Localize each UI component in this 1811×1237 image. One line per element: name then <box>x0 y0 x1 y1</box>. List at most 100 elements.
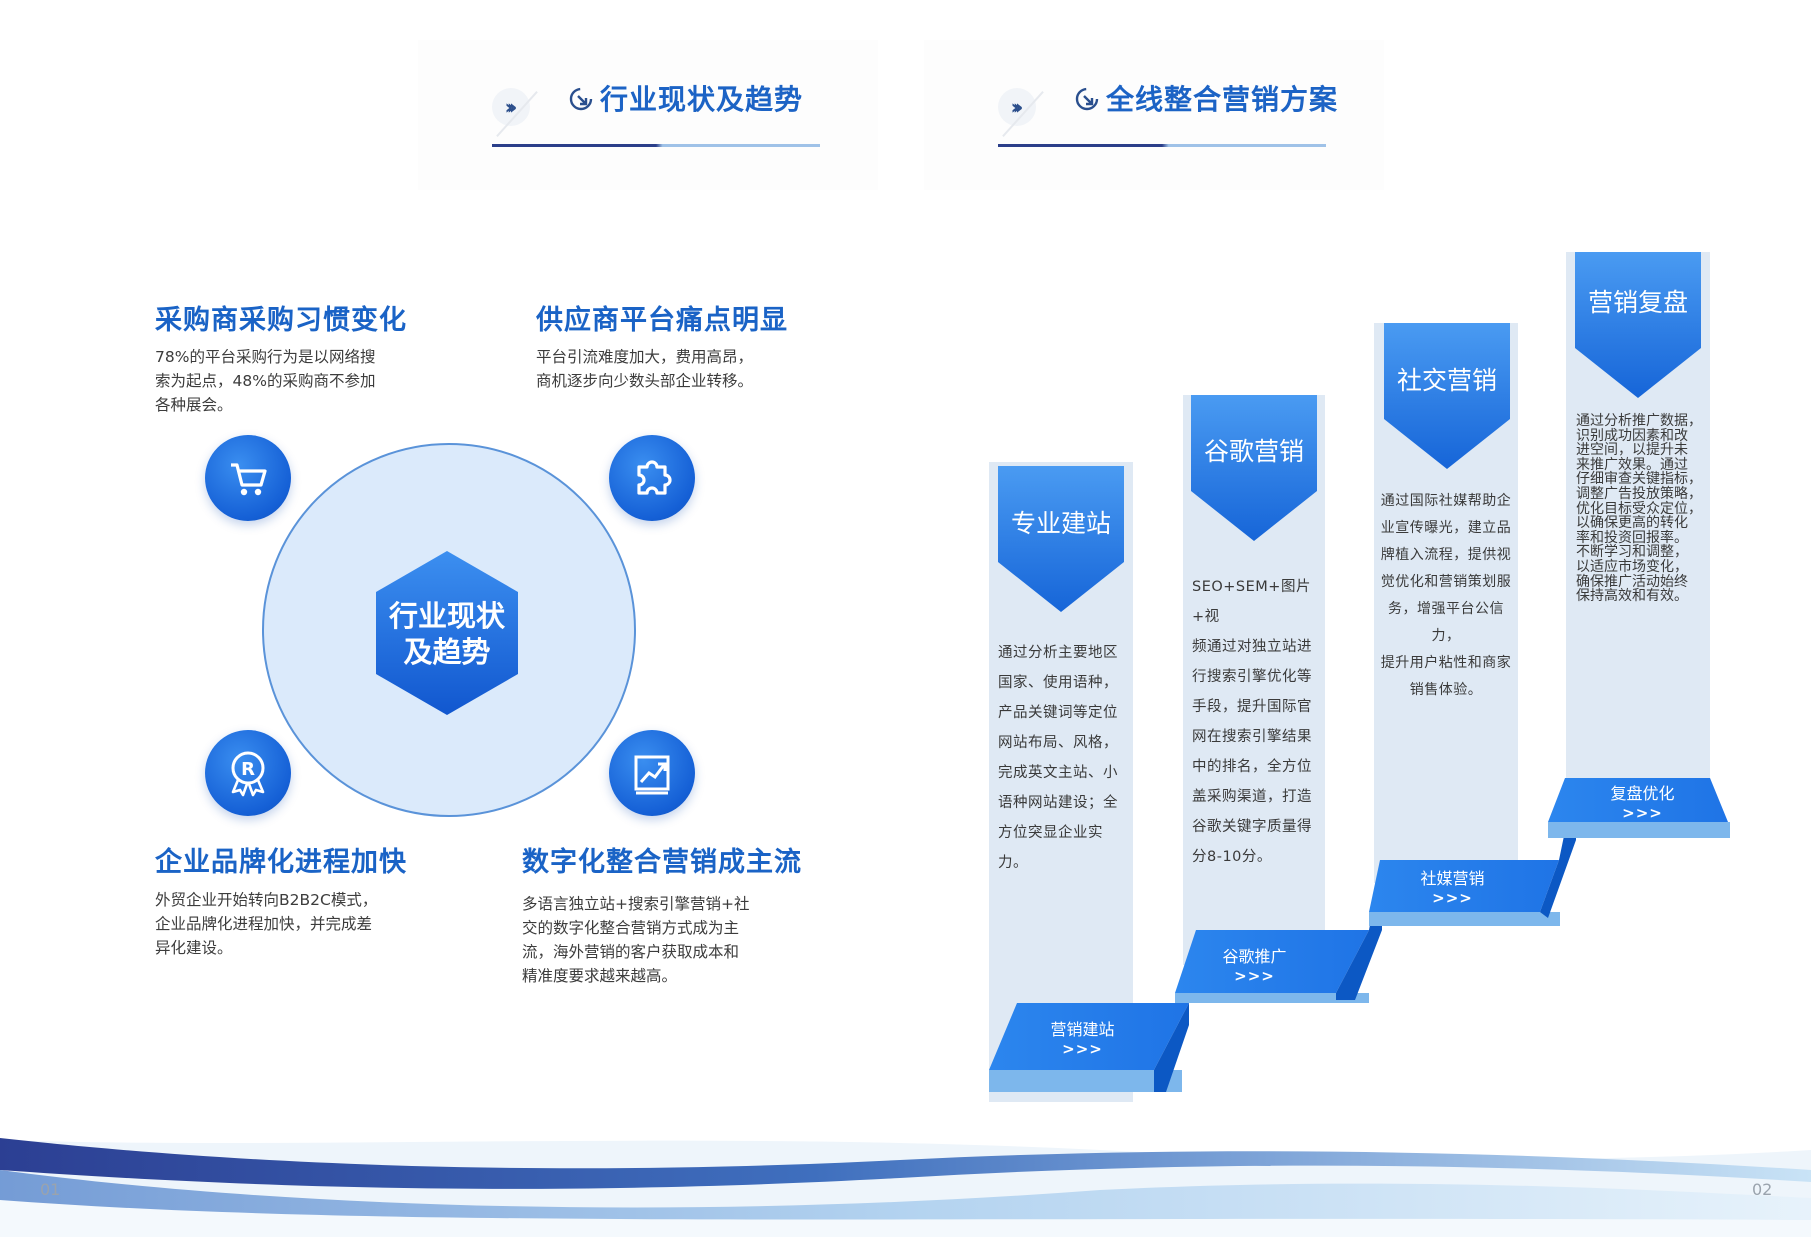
text-line: 企业品牌化进程加快，并完成差 <box>155 915 373 933</box>
text-line: 以确保更高的转化 <box>1576 515 1688 532</box>
quadrant-title-bottom-left: 企业品牌化进程加快 <box>155 847 407 878</box>
step-riser-4 <box>1548 822 1730 838</box>
text-line: 商机逐步向少数头部企业转移。 <box>536 372 754 390</box>
panel-text-review: 通过分析推广数据， 识别成功因素和改 进空间，以提升未 来推广效果。通过 仔细审… <box>1576 414 1712 604</box>
center-title-line1: 行业现状 <box>388 599 505 633</box>
text-line: 异化建设。 <box>155 939 233 957</box>
text-line: 各种展会。 <box>155 396 233 414</box>
text-line: 识别成功因素和改 <box>1576 427 1688 444</box>
text-line: 流，海外营销的客户获取成本和 <box>522 943 740 961</box>
chevron-right-icon: ››› <box>998 88 1036 126</box>
text-line: 平台引流难度加大，费用高昂， <box>536 348 754 366</box>
step-arrows-3: >>> <box>1432 889 1473 907</box>
text-line: 觉优化和营销策划服 <box>1380 574 1512 590</box>
title-underline <box>492 144 820 147</box>
registered-badge-icon: R <box>205 730 291 816</box>
text-line: 仔细审查关键指标， <box>1576 471 1702 488</box>
text-line: 调整广告投放策略， <box>1576 485 1702 502</box>
step-label-2: 谷歌推广 <box>1222 947 1287 966</box>
quadrant-text-top-right: 平台引流难度加大，费用高昂， 商机逐步向少数头部企业转移。 <box>536 345 786 393</box>
text-line: 中的排名，全方位 <box>1192 759 1312 775</box>
text-line: 网在搜索引擎结果 <box>1192 729 1312 745</box>
text-line: 率和投资回报率。 <box>1576 529 1688 546</box>
arrow-circle-icon <box>569 87 593 111</box>
text-line: 通过分析主要地区 <box>998 645 1118 661</box>
text-line: 方位突显企业实 <box>998 825 1103 841</box>
center-title: 行业现状 及趋势 <box>376 598 518 670</box>
panel-text-google: SEO+SEM+图片+视 频通过对独立站进 行搜索引擎优化等 手段，提升国际官 … <box>1192 572 1322 872</box>
step-wall-1 <box>1182 990 1330 1003</box>
page-number-left: 01 <box>40 1180 61 1199</box>
title-underline <box>998 144 1326 147</box>
text-line: 进空间，以提升未 <box>1576 442 1688 459</box>
step-side-1 <box>1154 1003 1189 1092</box>
text-line: 交的数字化整合营销方式成为主 <box>522 919 740 937</box>
section-header-right: ››› 全线整合营销方案 <box>924 40 1384 190</box>
text-line: 以适应市场变化， <box>1576 558 1688 575</box>
section-title: 全线整合营销方案 <box>1106 83 1339 116</box>
step-label-3: 社媒营销 <box>1420 869 1485 888</box>
step-arrows-1: >>> <box>1062 1040 1103 1058</box>
text-line: 索为起点，48%的采购商不参加 <box>155 372 376 390</box>
text-line: 业宣传曝光，建立品 <box>1380 520 1512 536</box>
text-line: 谷歌关键字质量得 <box>1192 819 1312 835</box>
center-title-line2: 及趋势 <box>403 635 491 669</box>
page-number-right: 02 <box>1752 1180 1773 1199</box>
text-line: 通过国际社媒帮助企 <box>1380 493 1512 509</box>
text-line: 精准度要求越来越高。 <box>522 967 678 985</box>
banner-google <box>1191 395 1317 541</box>
step-riser-3 <box>1369 912 1560 926</box>
text-line: 牌植入流程，提供视 <box>1380 547 1512 563</box>
section-header-left: ››› 行业现状及趋势 <box>418 40 878 190</box>
quadrant-title-bottom-right: 数字化整合营销成主流 <box>522 847 802 878</box>
text-line: 分8-10分。 <box>1192 849 1272 865</box>
text-line: 78%的平台采购行为是以网络搜 <box>155 348 376 366</box>
section-title: 行业现状及趋势 <box>600 83 804 116</box>
text-line: 频通过对独立站进 <box>1192 639 1312 655</box>
text-line: 手段，提升国际官 <box>1192 699 1312 715</box>
step-arrows-2: >>> <box>1234 967 1275 985</box>
text-line: 外贸企业开始转向B2B2C模式， <box>155 891 378 909</box>
panel-title: 营销复盘 <box>1587 288 1688 317</box>
banner-website <box>998 466 1124 612</box>
step-label-1: 营销建站 <box>1050 1020 1115 1039</box>
text-line: SEO+SEM+图片+视 <box>1192 579 1311 625</box>
text-line: 来推广效果。通过 <box>1576 456 1688 473</box>
arrow-circle-icon <box>1075 87 1099 111</box>
text-line: 网站布局、风格， <box>998 735 1118 751</box>
panel-title: 社交营销 <box>1396 366 1497 395</box>
panel-text-website: 通过分析主要地区 国家、使用语种， 产品关键词等定位 网站布局、风格， 完成英文… <box>998 638 1126 878</box>
center-hexagon <box>376 551 518 715</box>
text-line: 通过分析推广数据， <box>1576 413 1702 429</box>
quadrant-text-top-left: 78%的平台采购行为是以网络搜 索为起点，48%的采购商不参加 各种展会。 <box>155 345 405 417</box>
banner-social <box>1384 323 1510 469</box>
text-line: 多语言独立站+搜索引擎营销+社 <box>522 895 750 913</box>
text-line: 产品关键词等定位 <box>998 705 1118 721</box>
text-line: 国家、使用语种， <box>998 675 1118 691</box>
text-line: 提升用户粘性和商家 <box>1380 655 1512 671</box>
svg-text:R: R <box>241 759 255 780</box>
puzzle-icon <box>609 435 695 521</box>
quadrant-text-bottom-left: 外贸企业开始转向B2B2C模式， 企业品牌化进程加快，并完成差 异化建设。 <box>155 888 405 960</box>
text-line: 保持高效和有效。 <box>1576 588 1688 605</box>
text-line: 盖采购渠道，打造 <box>1192 789 1312 805</box>
panel-title: 专业建站 <box>1010 509 1111 538</box>
banner-review <box>1575 252 1701 398</box>
shopping-cart-icon <box>205 435 291 521</box>
quadrant-title-top-left: 采购商采购习惯变化 <box>155 305 407 336</box>
growth-chart-icon <box>609 730 695 816</box>
panel-text-social: 通过国际社媒帮助企 业宣传曝光，建立品 牌植入流程，提供视 觉优化和营销策划服 … <box>1374 488 1518 704</box>
text-line: 不断学习和调整， <box>1576 544 1688 561</box>
text-line: 确保推广活动始终 <box>1576 573 1688 590</box>
text-line: 语种网站建设；全 <box>998 795 1118 811</box>
quadrant-title-top-right: 供应商平台痛点明显 <box>536 305 788 336</box>
text-line: 务，增强平台公信力， <box>1388 601 1504 644</box>
quadrant-text-bottom-right: 多语言独立站+搜索引擎营销+社 交的数字化整合营销方式成为主 流，海外营销的客户… <box>522 892 782 988</box>
step-arrows-4: >>> <box>1622 804 1663 822</box>
step-riser-2 <box>1175 993 1369 1003</box>
text-line: 力。 <box>998 855 1028 871</box>
text-line: 销售体验。 <box>1409 682 1483 698</box>
text-line: 完成英文主站、小 <box>998 765 1118 781</box>
text-line: 行搜索引擎优化等 <box>1192 669 1312 685</box>
step-label-4: 复盘优化 <box>1610 784 1675 803</box>
